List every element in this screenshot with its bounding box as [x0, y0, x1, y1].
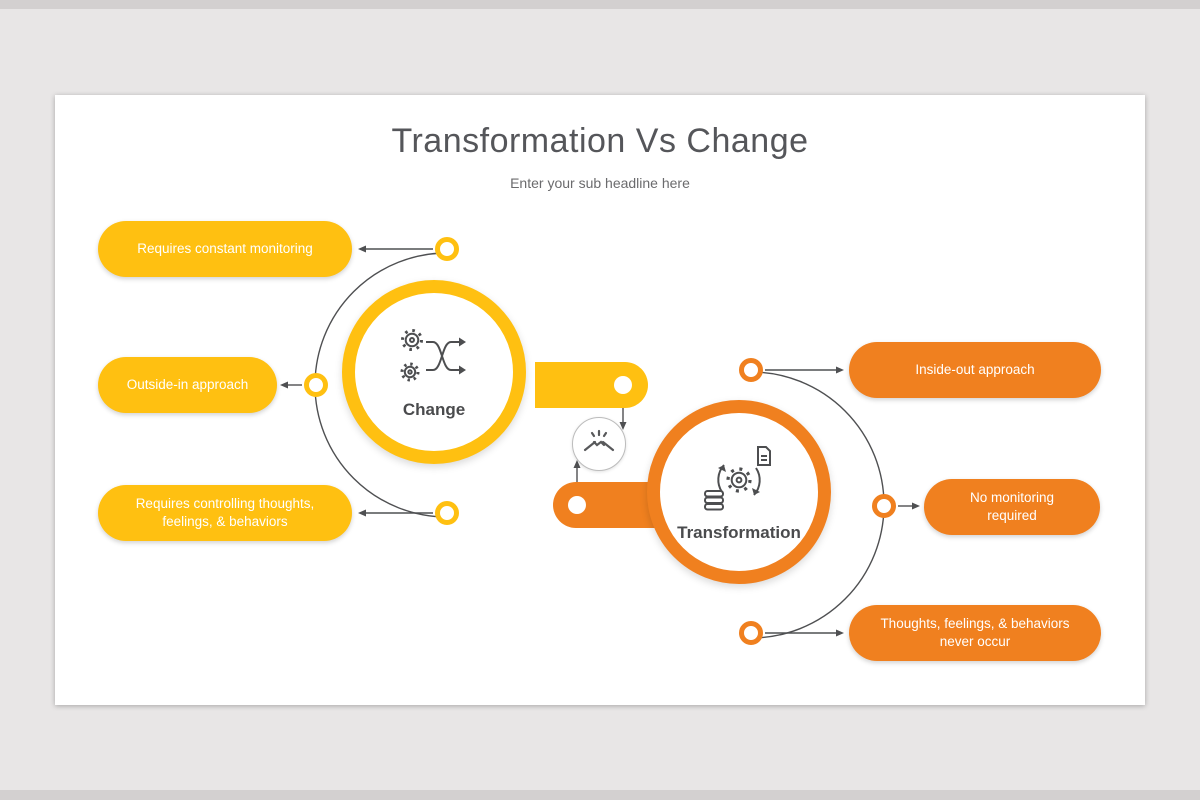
- gear-cycle-document-icon: [704, 445, 771, 510]
- transformation-point-2: No monitoring required: [969, 490, 1055, 523]
- connector-transformation-top: [765, 366, 844, 374]
- gears-shuffle-icon: [400, 328, 466, 381]
- change-node-bottom: [435, 501, 459, 525]
- transformation-point-1: Inside-out approach: [915, 362, 1035, 378]
- change-circle: Change: [342, 280, 526, 464]
- transformation-connector-dot: [568, 496, 586, 514]
- change-point-1: Requires constant monitoring: [137, 241, 313, 257]
- transformation-node-top: [739, 358, 763, 382]
- page-background-bottom-strip: [0, 790, 1200, 800]
- center-node: [572, 417, 626, 471]
- change-point-3: Requires controlling thoughts, feelings,…: [135, 496, 315, 529]
- handshake-icon: [583, 429, 615, 452]
- change-label: Change: [402, 399, 466, 419]
- slide-title: Transformation Vs Change: [391, 122, 809, 160]
- change-node-left: [304, 373, 328, 397]
- transformation-node-bottom: [739, 621, 763, 645]
- change-connector-tab: [535, 362, 648, 408]
- transformation-point-pill-3: Thoughts, feelings, & behaviors never oc…: [849, 605, 1101, 661]
- connector-change-bottom: [358, 509, 433, 517]
- change-node-top: [435, 237, 459, 261]
- slide-canvas: Transformation Vs Change Enter your sub …: [55, 95, 1145, 705]
- connector-transformation-bottom: [765, 629, 844, 637]
- transformation-connector-tab: [553, 482, 665, 528]
- change-point-pill-1: Requires constant monitoring: [98, 221, 352, 277]
- transformation-point-3: Thoughts, feelings, & behaviors never oc…: [880, 616, 1070, 649]
- connector-change-top: [358, 245, 433, 253]
- change-connector-dot: [614, 376, 632, 394]
- transformation-circle: Transformation: [647, 400, 831, 584]
- page-background-top-strip: [0, 0, 1200, 9]
- change-point-pill-3: Requires controlling thoughts, feelings,…: [98, 485, 352, 541]
- change-point-pill-2: Outside-in approach: [98, 357, 277, 413]
- transformation-point-pill-1: Inside-out approach: [849, 342, 1101, 398]
- transformation-node-right: [872, 494, 896, 518]
- change-point-2: Outside-in approach: [126, 377, 249, 393]
- transformation-label: Transformation: [677, 522, 801, 542]
- connector-change-middle: [280, 381, 302, 389]
- connector-transformation-middle: [898, 502, 920, 510]
- transformation-point-pill-2: No monitoring required: [924, 479, 1100, 535]
- slide-subtitle: Enter your sub headline here: [510, 175, 690, 191]
